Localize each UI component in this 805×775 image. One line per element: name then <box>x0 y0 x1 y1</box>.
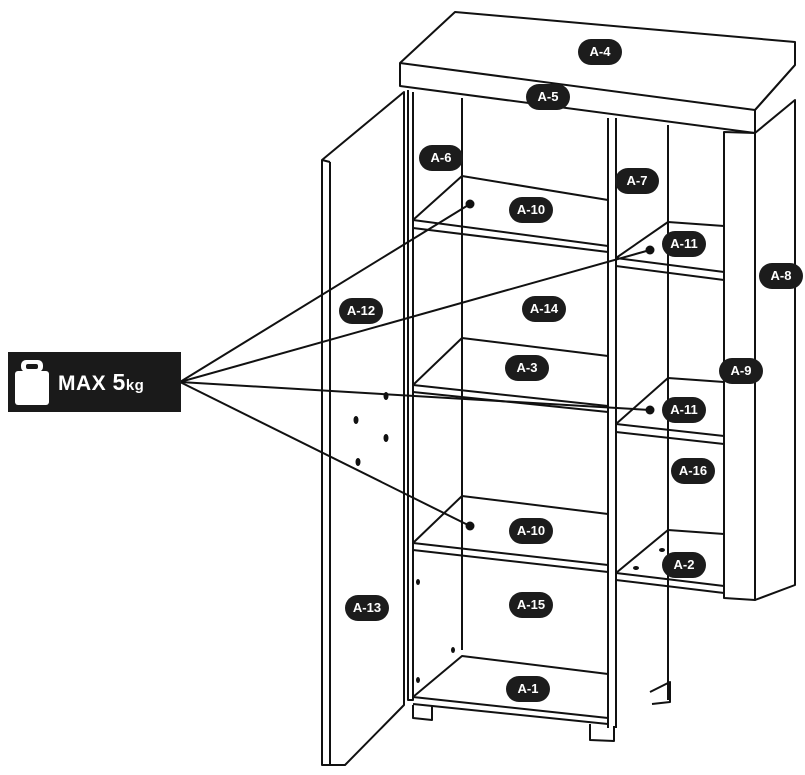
weight-limit-badge: MAX 5kg <box>8 352 181 412</box>
weight-unit: kg <box>125 376 145 394</box>
part-label-a6: A-6 <box>419 145 463 171</box>
part-label-a3: A-3 <box>505 355 549 381</box>
part-label-a4: A-4 <box>578 39 622 65</box>
part-label-a2: A-2 <box>662 552 706 578</box>
part-label-a9: A-9 <box>719 358 763 384</box>
part-label-a11-bottom: A-11 <box>662 397 706 423</box>
weight-value: 5 <box>112 368 126 395</box>
part-label-a15: A-15 <box>509 592 553 618</box>
weight-limit-text: MAX 5kg <box>58 369 144 396</box>
part-label-a13: A-13 <box>345 595 389 621</box>
part-label-a8: A-8 <box>759 263 803 289</box>
part-label-a11-top: A-11 <box>662 231 706 257</box>
weight-prefix: MAX <box>58 371 107 395</box>
part-label-a16: A-16 <box>671 458 715 484</box>
part-label-a10-bottom: A-10 <box>509 518 553 544</box>
weight-icon <box>15 360 49 405</box>
part-label-a14: A-14 <box>522 296 566 322</box>
part-label-a5: A-5 <box>526 84 570 110</box>
part-label-a7: A-7 <box>615 168 659 194</box>
part-label-a10-top: A-10 <box>509 197 553 223</box>
part-label-a12: A-12 <box>339 298 383 324</box>
part-label-a1: A-1 <box>506 676 550 702</box>
